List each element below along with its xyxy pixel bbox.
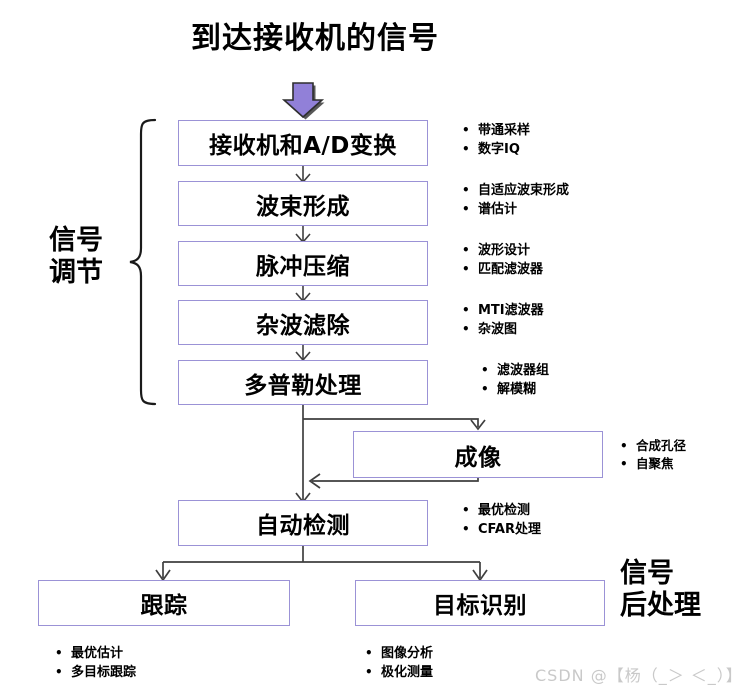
notes-auto-detection: • 最优检测 • CFAR处理	[462, 502, 541, 540]
note-text: CFAR处理	[478, 521, 542, 537]
note-item: • 谱估计	[462, 201, 569, 220]
bullet-icon: •	[462, 503, 470, 517]
bullet-icon: •	[55, 646, 63, 660]
note-item: • 杂波图	[462, 321, 544, 340]
note-item: • 最优估计	[55, 645, 136, 664]
note-text: 自适应波束形成	[478, 183, 570, 198]
note-item: • 数字IQ	[462, 141, 530, 160]
process-box-label: 波束形成	[256, 193, 350, 220]
bullet-icon: •	[462, 123, 470, 137]
note-text: 自聚焦	[636, 456, 674, 472]
bullet-icon: •	[620, 439, 628, 453]
process-box-clutter-filtering[interactable]: 杂波滤除	[178, 300, 428, 345]
bullet-icon: •	[462, 201, 470, 216]
note-text: 最优估计	[71, 646, 124, 661]
note-item: • 极化测量	[365, 664, 433, 683]
process-box-doppler-processing[interactable]: 多普勒处理	[178, 360, 428, 405]
note-item: • 带通采样	[462, 122, 530, 141]
process-box-label: 脉冲压缩	[256, 253, 350, 280]
process-box-target-recognition[interactable]: 目标识别	[355, 580, 605, 626]
note-text: 波形设计	[478, 243, 531, 258]
bullet-icon: •	[462, 183, 470, 197]
group-label-line-1: 信号	[49, 225, 103, 256]
note-text: 多目标跟踪	[71, 664, 137, 680]
group-label-signal-conditioning: 信号 调节	[30, 225, 122, 289]
note-text: 谱估计	[478, 201, 518, 217]
bullet-icon: •	[462, 321, 470, 336]
note-text: 滤波器组	[497, 363, 550, 378]
group-label-line-2: 调节	[49, 256, 103, 288]
bullet-icon: •	[365, 646, 373, 660]
note-item: • 自聚焦	[620, 455, 686, 473]
notes-imaging: • 合成孔径 • 自聚焦	[620, 437, 686, 473]
bullet-icon: •	[462, 261, 470, 276]
detection-split-connector	[155, 546, 488, 582]
signal-conditioning-brace-icon	[129, 118, 157, 406]
process-box-label: 目标识别	[433, 593, 527, 619]
process-box-imaging[interactable]: 成像	[353, 431, 603, 478]
note-item: • 滤波器组	[481, 362, 549, 381]
note-text: 杂波图	[478, 321, 518, 337]
note-item: • MTI滤波器	[462, 302, 544, 321]
group-label-post-processing: 信号 后处理	[620, 558, 740, 622]
group-label-line-2: 后处理	[620, 589, 701, 621]
note-text: 带通采样	[478, 123, 531, 138]
notes-doppler-processing: • 滤波器组 • 解模糊	[481, 362, 549, 400]
note-text: 图像分析	[381, 646, 434, 661]
note-item: • 解模糊	[481, 381, 549, 400]
process-box-label: 自动检测	[256, 513, 350, 539]
process-box-receiver-ad[interactable]: 接收机和A/D变换	[178, 120, 428, 166]
note-item: • 合成孔径	[620, 437, 686, 455]
notes-target-recognition: • 图像分析 • 极化测量	[365, 645, 433, 683]
notes-pulse-compression: • 波形设计 • 匹配滤波器	[462, 242, 543, 280]
bullet-icon: •	[462, 243, 470, 257]
bullet-icon: •	[462, 141, 470, 156]
process-box-label: 杂波滤除	[256, 312, 350, 339]
note-text: 极化测量	[381, 664, 434, 680]
process-box-pulse-compression[interactable]: 脉冲压缩	[178, 241, 428, 286]
bullet-icon: •	[55, 664, 63, 679]
note-item: • 图像分析	[365, 645, 433, 664]
note-item: • CFAR处理	[462, 521, 541, 540]
notes-beamforming: • 自适应波束形成 • 谱估计	[462, 182, 569, 220]
notes-receiver-ad: • 带通采样 • 数字IQ	[462, 122, 530, 160]
process-box-tracking[interactable]: 跟踪	[38, 580, 290, 626]
note-item: • 自适应波束形成	[462, 182, 569, 201]
process-box-label: 接收机和A/D变换	[209, 133, 397, 159]
note-item: • 多目标跟踪	[55, 664, 136, 683]
note-item: • 波形设计	[462, 242, 543, 261]
note-text: 合成孔径	[636, 438, 687, 453]
process-box-beamforming[interactable]: 波束形成	[178, 181, 428, 226]
csdn-watermark: CSDN @【杨（_＞ ＜_）】	[535, 666, 743, 685]
bullet-icon: •	[365, 664, 373, 679]
process-box-label: 多普勒处理	[244, 372, 362, 399]
process-box-auto-detection[interactable]: 自动检测	[178, 500, 428, 546]
bullet-icon: •	[462, 303, 470, 317]
process-box-label: 跟踪	[140, 593, 188, 619]
bullet-icon: •	[481, 381, 489, 396]
bullet-icon: •	[481, 363, 489, 377]
note-text: MTI滤波器	[478, 303, 544, 318]
group-label-line-1: 信号	[620, 558, 674, 589]
note-text: 数字IQ	[478, 141, 520, 157]
note-text: 解模糊	[497, 381, 537, 397]
page-title: 到达接收机的信号	[191, 21, 439, 56]
notes-clutter-filtering: • MTI滤波器 • 杂波图	[462, 302, 544, 340]
notes-tracking: • 最优估计 • 多目标跟踪	[55, 645, 136, 683]
entry-arrow-icon	[281, 82, 325, 120]
bullet-icon: •	[462, 521, 470, 536]
note-text: 匹配滤波器	[478, 261, 544, 277]
note-text: 最优检测	[478, 503, 531, 518]
note-item: • 匹配滤波器	[462, 261, 543, 280]
process-box-label: 成像	[454, 444, 502, 471]
bullet-icon: •	[620, 457, 628, 472]
note-item: • 最优检测	[462, 502, 541, 521]
